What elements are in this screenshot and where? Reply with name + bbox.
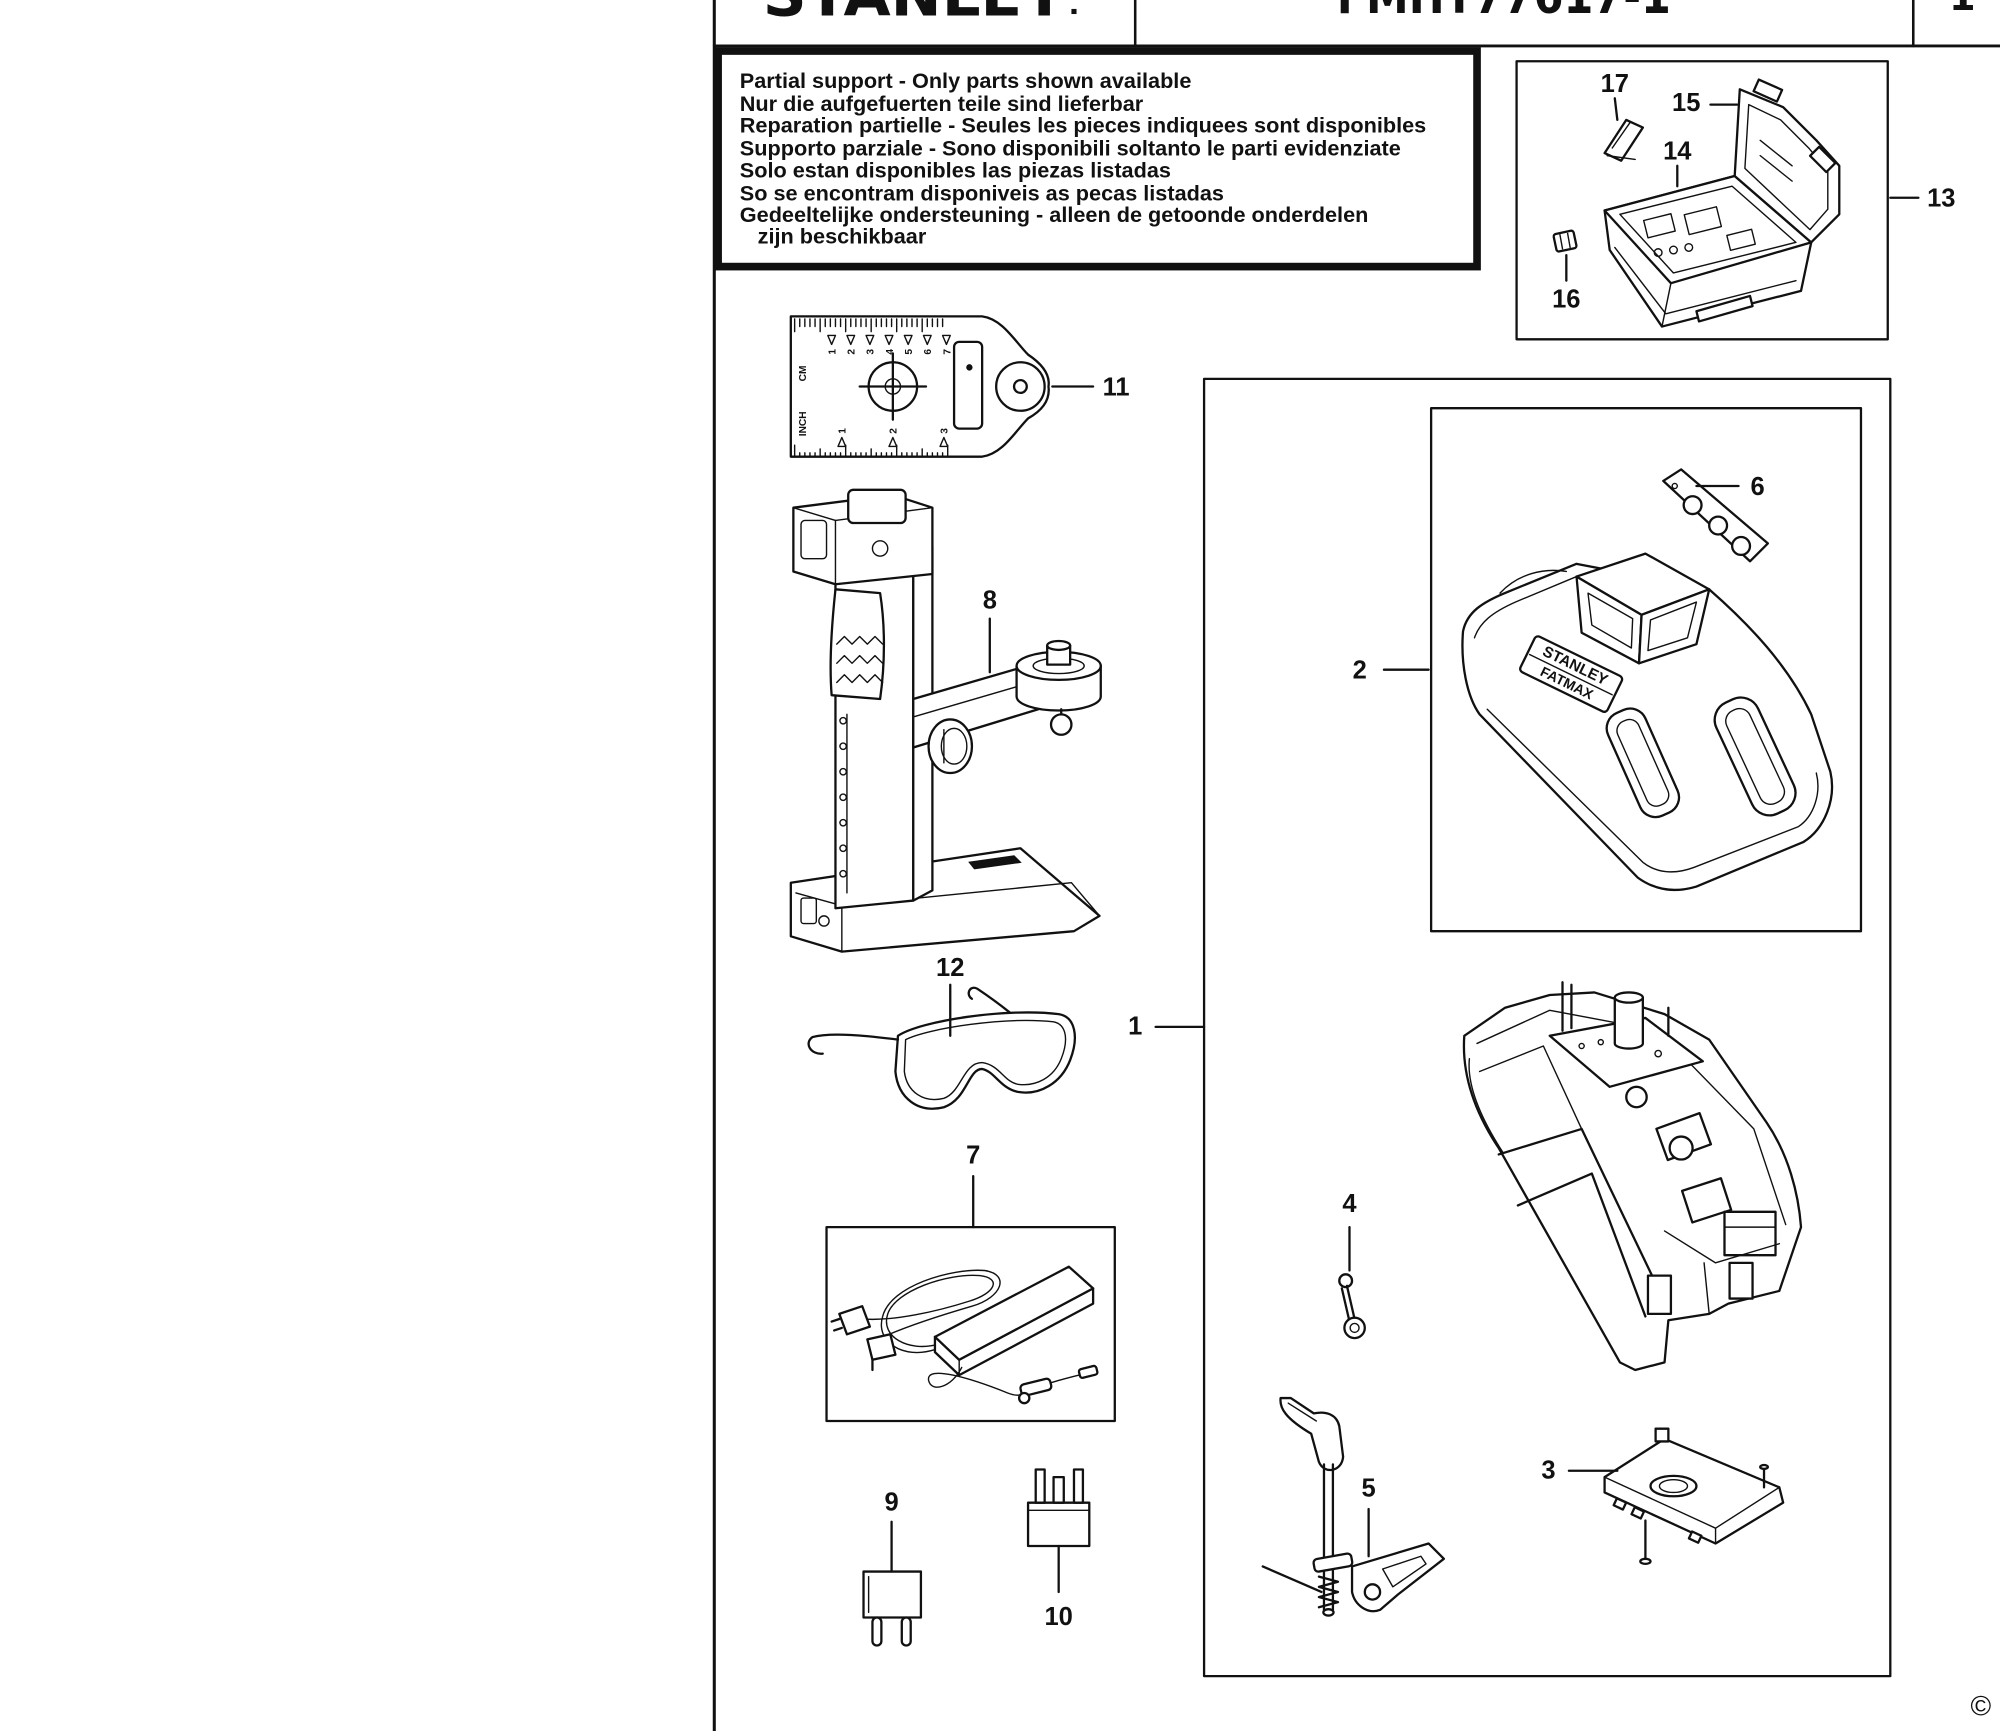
target-card-magnet-hole xyxy=(1012,378,1028,395)
adapter-mains-cable xyxy=(861,1274,994,1348)
notice-line-es: Solo estan disponibles las piezas listad… xyxy=(740,157,1171,182)
copyright-mark: © xyxy=(1971,1691,1992,1722)
inch-mark: 1 xyxy=(838,428,849,434)
glasses-temple-right xyxy=(967,986,1012,1014)
housing-window-right xyxy=(1637,588,1711,665)
part-16-case-latch xyxy=(1552,229,1578,253)
part-5-lock-lever: 5 xyxy=(1261,1396,1446,1617)
callout-17: 17 xyxy=(1601,70,1629,98)
callout-2: 2 xyxy=(1353,657,1367,685)
adapter-dc-jack xyxy=(1077,1364,1099,1379)
callout-5: 5 xyxy=(1362,1474,1376,1502)
callout-13: 13 xyxy=(1927,185,1955,213)
callout-1: 1 xyxy=(1128,1013,1142,1041)
page-number: 1 xyxy=(1949,0,1976,20)
callout-6: 6 xyxy=(1751,473,1765,501)
callout-8: 8 xyxy=(983,586,997,614)
brand-logo: STANLEY xyxy=(763,0,1068,29)
part-12-laser-glasses: 12 xyxy=(807,954,1076,1110)
laser-chassis xyxy=(1462,981,1803,1372)
partial-support-notice: Partial support - Only parts shown avail… xyxy=(714,47,1481,271)
callout-9: 9 xyxy=(884,1488,898,1516)
notice-frame xyxy=(714,47,1481,271)
notice-line-fr: Reparation partielle - Seules les pieces… xyxy=(740,113,1426,138)
callout-14: 14 xyxy=(1663,137,1692,165)
notice-line-pt: So se encontram disponiveis as pecas lis… xyxy=(740,180,1224,205)
cm-mark: 1 xyxy=(827,349,838,355)
part-15-case-lid xyxy=(1733,78,1841,244)
notice-line-it: Supporto parziale - Sono disponibili sol… xyxy=(740,136,1401,161)
target-card-cm-label: CM xyxy=(798,366,809,382)
cm-mark: 5 xyxy=(904,349,915,355)
adapter-dc-cable xyxy=(927,1366,1028,1396)
callout-16: 16 xyxy=(1552,285,1580,313)
part-17-case-insert xyxy=(1603,118,1645,162)
callout-15: 15 xyxy=(1672,89,1700,117)
adapter-dc-ferrite xyxy=(1019,1377,1053,1397)
part-4-link-rod: 4 xyxy=(1338,1190,1366,1340)
target-card-ruler-ticks xyxy=(793,318,949,458)
part-9-plug-adapter-eu: 9 xyxy=(862,1488,923,1647)
callout-3: 3 xyxy=(1541,1456,1555,1484)
part-3-base-plate: 3 xyxy=(1541,1427,1785,1566)
cm-mark: 7 xyxy=(942,349,953,355)
case-kit-frame xyxy=(1515,60,1889,341)
part-7-power-adapter: 7 xyxy=(825,1141,1116,1423)
glasses-lens xyxy=(894,1011,1076,1110)
part-11-laser-target-card: CM INCH 1 2 3 4 5 6 7 1 2 3 11 xyxy=(789,315,1130,458)
cm-mark: 3 xyxy=(866,349,877,355)
target-card-triangles xyxy=(827,334,951,448)
notice-line-en: Partial support - Only parts shown avail… xyxy=(740,68,1192,93)
notice-line-de: Nur die aufgefuerten teile sind lieferba… xyxy=(740,91,1144,116)
part-10-plug-adapter-uk: 10 xyxy=(1026,1468,1091,1631)
housing-slot-right xyxy=(1713,696,1797,817)
adapter-frame xyxy=(825,1225,1116,1423)
housing-brand-plaque: STANLEY FATMAX xyxy=(1519,635,1624,713)
part-1-laser-assembly: 1 STANLEY FATMAX 2 xyxy=(1128,377,1892,1678)
notice-line-nl: Gedeeltelijke ondersteuning - alleen de … xyxy=(740,202,1369,227)
housing-frame xyxy=(1429,407,1863,933)
title-block: STANLEY FMHT77617-1 1 xyxy=(712,0,2000,1731)
glasses-temple-left xyxy=(807,1033,900,1055)
callout-11: 11 xyxy=(1103,373,1130,401)
leader-line-17 xyxy=(1613,97,1619,122)
target-card-slot xyxy=(952,340,984,430)
brand-logo-mark xyxy=(1071,8,1077,15)
cm-mark: 6 xyxy=(923,349,934,355)
callout-7: 7 xyxy=(966,1141,980,1169)
part-2-housing-cover: STANLEY FATMAX 2 6 xyxy=(1353,407,1863,933)
target-card-slot-dot xyxy=(966,364,973,371)
callout-10: 10 xyxy=(1044,1603,1072,1631)
adapter-mains-plug xyxy=(838,1305,872,1336)
cm-mark: 2 xyxy=(847,349,858,355)
part-13-carry-case-kit: 17 15 14 16 13 xyxy=(1515,60,1956,341)
housing-slot-left xyxy=(1605,707,1681,819)
model-number: FMHT77617-1 xyxy=(1337,0,1671,26)
callout-4: 4 xyxy=(1342,1190,1357,1218)
notice-line-nl-cont: zijn beschikbaar xyxy=(758,224,927,249)
target-card-inch-label: INCH xyxy=(798,411,809,436)
callout-12: 12 xyxy=(936,954,964,982)
part-6-button-membrane: 6 xyxy=(1662,468,1770,563)
inch-mark: 3 xyxy=(940,428,951,434)
cm-mark: 4 xyxy=(885,349,896,355)
target-card-magnet-ring xyxy=(995,361,1046,412)
part-14-case-base xyxy=(1603,174,1813,328)
inch-mark: 2 xyxy=(889,428,900,434)
part-8-wall-mount-bracket: 8 xyxy=(789,488,1102,953)
